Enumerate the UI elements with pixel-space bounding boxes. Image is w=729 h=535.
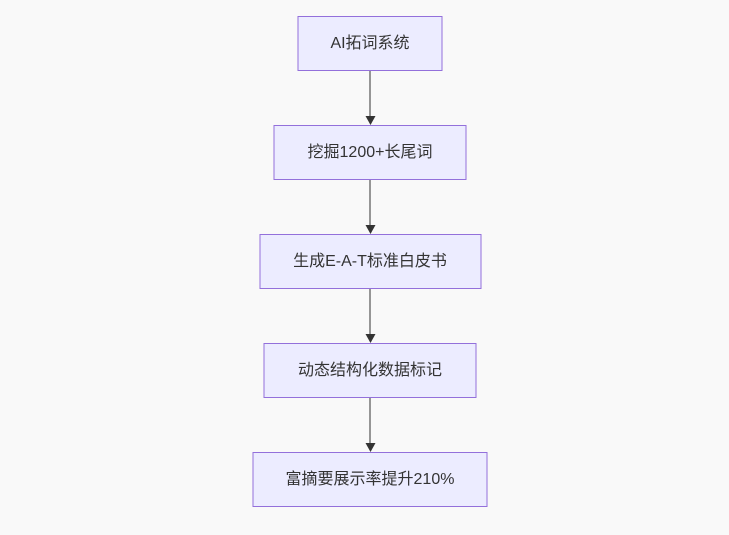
flowchart: AI拓词系统 挖掘1200+长尾词 生成E-A-T标准白皮书 动态结构化数据标记… [252,16,488,507]
flowchart-node-rich-snippet-rate: 富摘要展示率提升210% [252,452,488,507]
flowchart-node-longtail-keywords: 挖掘1200+长尾词 [273,125,467,180]
arrow-shaft [369,398,371,444]
flowchart-node-structured-data: 动态结构化数据标记 [263,343,477,398]
arrow-down-icon [365,71,375,125]
arrowhead-icon [365,116,375,125]
arrow-down-icon [365,398,375,452]
arrowhead-icon [365,334,375,343]
arrowhead-icon [365,443,375,452]
flowchart-node-ai-system: AI拓词系统 [297,16,443,71]
arrow-down-icon [365,289,375,343]
arrowhead-icon [365,225,375,234]
flowchart-node-eat-whitepaper: 生成E-A-T标准白皮书 [259,234,481,289]
arrow-shaft [369,289,371,335]
arrow-shaft [369,71,371,117]
arrow-down-icon [365,180,375,234]
arrow-shaft [369,180,371,226]
